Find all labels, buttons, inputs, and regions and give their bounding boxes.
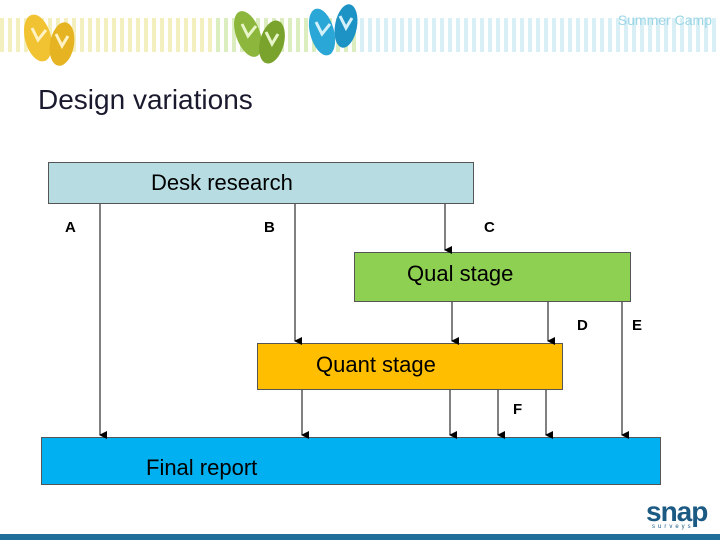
banner-stripe (488, 18, 492, 52)
banner-stripe (360, 18, 364, 52)
banner-stripe (536, 18, 540, 52)
route-label-d: D (577, 317, 588, 334)
desk-research-box: Desk research (48, 162, 474, 204)
banner-stripe (144, 18, 148, 52)
banner-stripe (216, 18, 220, 52)
banner-stripe (640, 18, 644, 52)
banner-stripe (584, 18, 588, 52)
snap-surveys-logo: snap surveys (646, 496, 716, 530)
flip-flop-banner (0, 0, 720, 80)
banner-stripe (456, 18, 460, 52)
final-report-label: Final report (146, 455, 258, 480)
banner-stripe (80, 18, 84, 52)
footer-bar (0, 534, 720, 540)
banner-stripe (592, 18, 596, 52)
banner-stripe (200, 18, 204, 52)
banner-stripe (8, 18, 12, 52)
banner-stripe (408, 18, 412, 52)
banner-stripe (560, 18, 564, 52)
banner-stripe (496, 18, 500, 52)
route-label-a: A (65, 219, 76, 236)
banner-stripe (432, 18, 436, 52)
banner-stripe (512, 18, 516, 52)
banner-stripe (672, 18, 676, 52)
banner-stripe (568, 18, 572, 52)
banner-stripe (184, 18, 188, 52)
banner-stripe (616, 18, 620, 52)
qual-stage-label: Qual stage (407, 261, 514, 286)
banner-stripe (472, 18, 476, 52)
banner-stripe (416, 18, 420, 52)
banner-stripe (136, 18, 140, 52)
banner-stripe (384, 18, 388, 52)
banner-stripe (232, 18, 236, 52)
banner-stripe (696, 18, 700, 52)
banner-stripe (656, 18, 660, 52)
banner-stripe (152, 18, 156, 52)
banner-stripe (304, 18, 308, 52)
route-label-e: E (632, 317, 643, 334)
logo-word: snap (646, 496, 708, 527)
banner-stripe (104, 18, 108, 52)
banner-stripe (424, 18, 428, 52)
banner-stripe (296, 18, 300, 52)
blue-flip-flops-icon (308, 4, 358, 56)
banner-stripe (88, 18, 92, 52)
banner-stripe (192, 18, 196, 52)
slide-title: Design variations (38, 84, 253, 115)
banner-stripe (224, 18, 228, 52)
banner-stripe (632, 18, 636, 52)
banner-stripe (368, 18, 372, 52)
banner-stripe (208, 18, 212, 52)
quant-stage-box: Quant stage (257, 343, 563, 390)
route-label-b: B (264, 219, 275, 236)
banner-stripe (688, 18, 692, 52)
banner-stripe (520, 18, 524, 52)
banner-stripe (400, 18, 404, 52)
final-report-box: Final report (41, 437, 661, 485)
banner-stripe (680, 18, 684, 52)
banner-stripe (448, 18, 452, 52)
banner-stripe (440, 18, 444, 52)
banner-stripe (648, 18, 652, 52)
banner-stripe (712, 18, 716, 52)
header-text: Summer Camp (617, 12, 712, 28)
logo-subtext: surveys (652, 524, 694, 530)
banner-stripe (160, 18, 164, 52)
banner-stripe (288, 18, 292, 52)
banner-stripe (376, 18, 380, 52)
yellow-flip-flops-icon (23, 14, 75, 66)
banner-stripe (392, 18, 396, 52)
banner-stripe (544, 18, 548, 52)
banner-stripe (600, 18, 604, 52)
banner-stripe (576, 18, 580, 52)
banner-stripe (16, 18, 20, 52)
banner-stripe (128, 18, 132, 52)
banner-stripe (0, 18, 4, 52)
banner-stripe (112, 18, 116, 52)
banner-stripe (664, 18, 668, 52)
quant-stage-label: Quant stage (316, 352, 436, 377)
banner-stripe (704, 18, 708, 52)
desk-research-label: Desk research (151, 170, 293, 195)
banner-stripe (608, 18, 612, 52)
banner-stripe (528, 18, 532, 52)
route-label-f: F (513, 401, 523, 418)
green-flip-flops-icon (234, 11, 285, 64)
banner-stripe (176, 18, 180, 52)
banner-stripe (480, 18, 484, 52)
banner-stripe (168, 18, 172, 52)
route-label-c: C (484, 219, 495, 236)
banner-stripe (624, 18, 628, 52)
banner-stripe (464, 18, 468, 52)
banner-stripe (504, 18, 508, 52)
banner-stripe (96, 18, 100, 52)
banner-stripe (120, 18, 124, 52)
banner-stripe (552, 18, 556, 52)
qual-stage-box: Qual stage (354, 252, 631, 302)
